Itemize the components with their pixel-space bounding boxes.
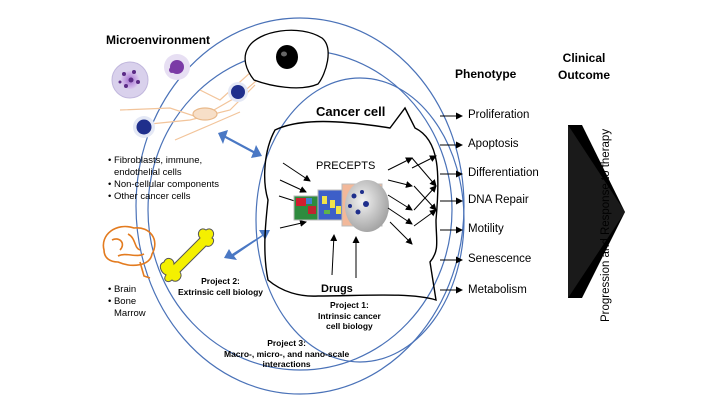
bone-icon — [159, 228, 215, 283]
phenotype-apoptosis: Apoptosis — [468, 138, 519, 150]
clinical-title-line1: Clinical — [562, 51, 606, 65]
tumor-cell-top-icon — [244, 29, 329, 89]
project1-label: Project 1: Intrinsic cancer cell biology — [318, 300, 381, 332]
phenotype-dna-repair: DNA Repair — [468, 194, 529, 206]
project3-label: Project 3: Macro-, micro-, and nano-scal… — [224, 338, 349, 370]
phenotype-title: Phenotype — [455, 67, 517, 81]
drugs-label: Drugs — [321, 283, 353, 295]
fibroblast-icon — [119, 59, 281, 141]
project2-label: Project 2: Extrinsic cell biology — [178, 276, 263, 297]
project1-desc1: Intrinsic cancer — [318, 310, 381, 321]
big-chevron-arrow-icon — [568, 125, 625, 298]
project3-title: Project 3: — [267, 338, 306, 348]
phenotype-senescence: Senescence — [468, 253, 532, 265]
bullet-marrow: Marrow — [114, 308, 146, 319]
double-arrow-icon-2 — [224, 230, 270, 260]
bullet-other-cancer: • Other cancer cells — [108, 191, 191, 202]
clinical-title-line2: Outcome — [558, 68, 611, 82]
output-arrows — [387, 155, 437, 245]
phenotype-differentiation: Differentiation — [468, 167, 539, 179]
immune-cell-icon — [111, 61, 149, 99]
project1-title: Project 1: — [330, 300, 369, 310]
granulocyte-icon — [164, 54, 190, 80]
project3-desc1: Macro-, micro-, and nano-scale — [224, 348, 350, 359]
precepts-label: PRECEPTS — [316, 160, 376, 172]
cancer-circle — [255, 77, 465, 363]
phenotype-motility: Motility — [468, 223, 504, 235]
bullet-bone: • Bone — [108, 296, 137, 307]
petri-dish-icon — [345, 180, 389, 232]
phenotype-proliferation: Proliferation — [468, 109, 530, 121]
phenotype-arrows — [440, 112, 463, 294]
bullet-endothelial: endothelial cells — [114, 167, 182, 178]
project1-desc2: cell biology — [326, 321, 373, 331]
microenvironment-title: Microenvironment — [106, 33, 211, 47]
cancer-cell-title: Cancer cell — [316, 104, 386, 119]
cancer-cell-outline-icon — [264, 106, 439, 301]
clinical-outcome-title: Clinical Outcome — [558, 50, 610, 84]
input-arrows — [278, 162, 360, 278]
lymphocyte-icon-2 — [133, 116, 155, 138]
project3-desc2: interactions — [262, 359, 311, 369]
microenvironment-bullets: • Fibroblasts, immune, endothelial cells… — [108, 155, 219, 203]
organ-bullets: • Brain • Bone Marrow — [108, 284, 146, 320]
project2-desc: Extrinsic cell biology — [178, 286, 264, 297]
bullet-fibroblasts: • Fibroblasts, immune, — [108, 155, 203, 166]
clinical-arrow-label: Progression and Response to therapy — [600, 128, 612, 322]
phenotype-metabolism: Metabolism — [468, 284, 527, 296]
lymphocyte-icon — [228, 82, 248, 102]
brain-icon — [102, 225, 156, 279]
project2-title: Project 2: — [201, 276, 240, 286]
bullet-noncellular: • Non-cellular components — [108, 179, 220, 190]
double-arrow-icon — [218, 130, 262, 158]
bullet-brain: • Brain — [108, 284, 137, 295]
